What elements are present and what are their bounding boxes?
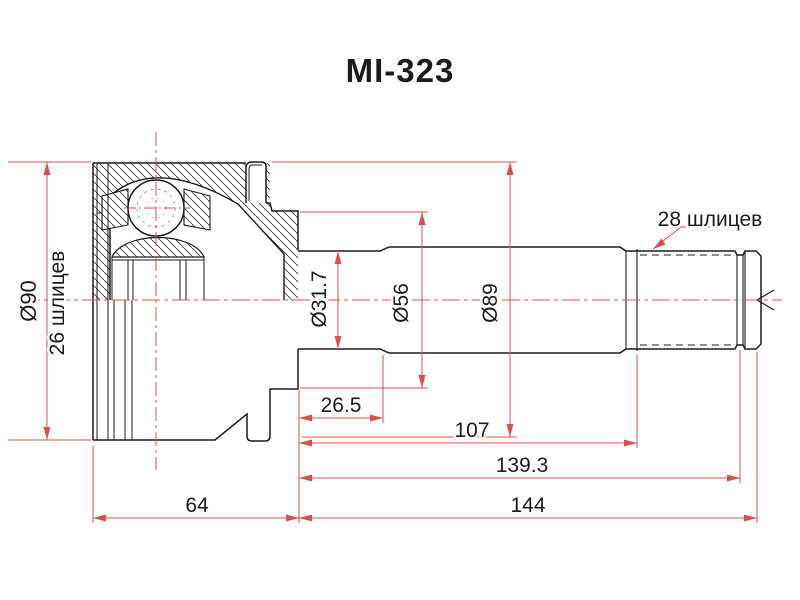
retaining-tab-top xyxy=(245,161,267,203)
label-boot-seat-diameter: Ø56 xyxy=(390,283,413,323)
inner-race-section xyxy=(111,236,205,258)
label-neck-diameter: Ø31.7 xyxy=(308,270,331,327)
dim-line-d56 xyxy=(300,211,428,389)
bell-housing-section xyxy=(93,161,299,300)
shaft-outline xyxy=(298,246,762,354)
dim-line-26-5 xyxy=(299,355,384,423)
boot-seat-step-top xyxy=(266,202,299,250)
label-length-neck: 26.5 xyxy=(321,394,362,417)
shaft-profile xyxy=(298,246,775,354)
centerlines xyxy=(22,132,782,470)
bell-housing-external xyxy=(92,163,299,442)
inner-race-spline-bore xyxy=(111,257,205,300)
label-length-housing: 64 xyxy=(185,494,209,517)
shaft-body xyxy=(298,247,761,353)
label-length-to-splines: 107 xyxy=(454,419,489,442)
spline-minor-dashed-lines xyxy=(640,254,734,346)
dimension-arrows xyxy=(43,162,757,522)
housing-bottom-body xyxy=(93,300,298,441)
cage-section-left xyxy=(101,188,129,231)
retaining-tab-top-inner xyxy=(248,164,262,201)
housing-bottom-outline xyxy=(93,349,299,442)
arrow-28-splines xyxy=(653,238,666,249)
housing-cavity-outline xyxy=(109,177,285,300)
dimension-lines xyxy=(8,161,758,523)
drawing-title: MI-323 xyxy=(346,52,455,89)
dim-line-d90 xyxy=(8,161,91,441)
label-bell-diameter: Ø89 xyxy=(479,283,502,323)
dim-line-107 xyxy=(299,355,638,448)
boot-groove-ridges-bottom xyxy=(113,300,133,440)
dim-line-d89 xyxy=(272,161,517,438)
label-inner-spline-count: 26 шлицев xyxy=(46,251,69,356)
dim-line-139-3 xyxy=(299,350,741,483)
cage-section-right xyxy=(183,188,211,231)
label-length-to-groove: 139.3 xyxy=(496,454,549,477)
label-housing-outer-diameter: Ø90 xyxy=(16,280,41,322)
dim-line-144-64 xyxy=(92,352,758,523)
boot-groove-ridges-full xyxy=(96,163,109,440)
label-length-shaft-total: 144 xyxy=(510,494,545,517)
label-outer-spline-count: 28 шлицев xyxy=(658,208,763,231)
